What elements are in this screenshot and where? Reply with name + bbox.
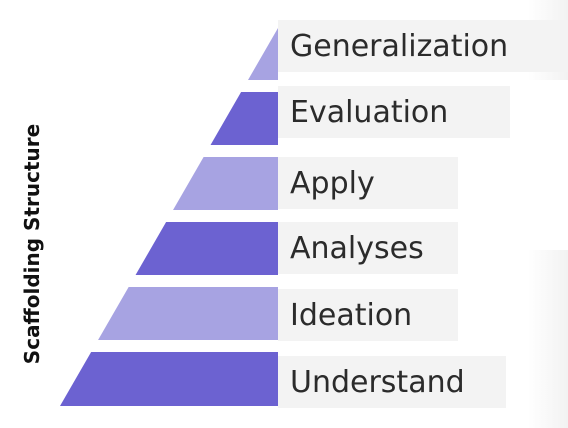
level-label-text: Evaluation xyxy=(290,94,449,130)
side-title: Scaffolding Structure xyxy=(20,123,44,365)
level-label-text: Generalization xyxy=(290,28,509,64)
level-label-text: Apply xyxy=(290,165,375,201)
level-label-analyses: Analyses xyxy=(278,222,458,274)
level-label-text: Analyses xyxy=(290,230,424,266)
pyramid-band-understand xyxy=(60,352,278,406)
pyramid-band-apply xyxy=(173,157,278,210)
level-label-ideation: Ideation xyxy=(278,289,458,341)
pyramid-band-ideation xyxy=(98,287,278,340)
level-label-generalization: Generalization xyxy=(278,20,568,72)
pyramid-band-evaluation xyxy=(210,92,278,145)
background-shade-bottom xyxy=(528,250,568,428)
level-label-text: Ideation xyxy=(290,297,413,333)
level-label-apply: Apply xyxy=(278,157,458,209)
pyramid-band-generalization xyxy=(248,28,278,80)
level-label-understand: Understand xyxy=(278,356,506,408)
level-label-evaluation: Evaluation xyxy=(278,86,510,138)
level-label-text: Understand xyxy=(290,364,465,400)
pyramid-band-analyses xyxy=(135,222,278,275)
